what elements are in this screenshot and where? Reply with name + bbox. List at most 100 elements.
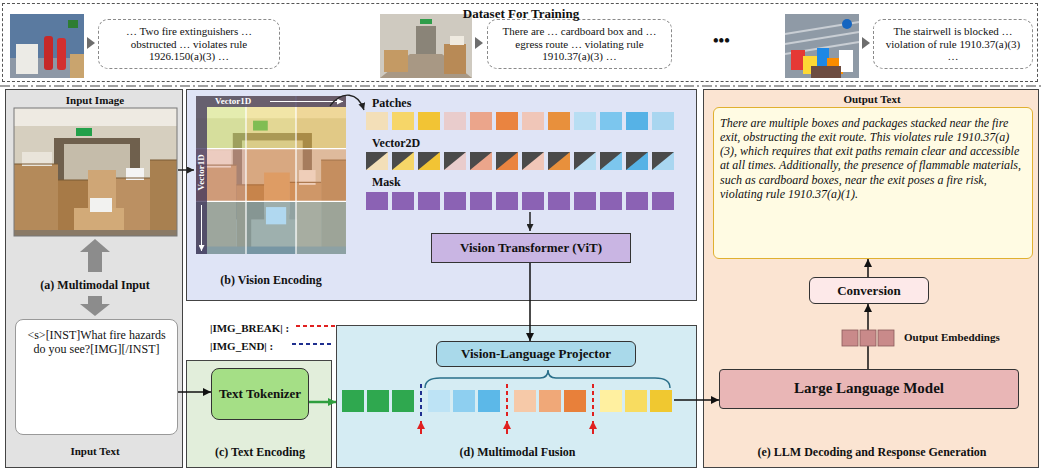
mask-row — [418, 192, 440, 210]
caption-bubble: The stairwell is blocked … violation of … — [873, 19, 1033, 69]
input-photo — [14, 108, 177, 236]
token-lead-line — [674, 399, 697, 401]
patch-row — [522, 112, 544, 130]
patch-grid-photo — [270, 101, 343, 102]
patch-grid-photo — [196, 96, 346, 254]
training-photo — [444, 44, 466, 74]
legend-entry: |IMG_END| : — [210, 336, 334, 352]
patch-grid-photo — [196, 96, 346, 254]
vector2d-row — [418, 152, 440, 170]
token-row — [600, 390, 622, 412]
text-holder: Output Text — [704, 93, 1040, 106]
tokenizer-box: Text Tokenizer — [211, 368, 309, 420]
modality-arrows — [88, 250, 102, 272]
prompt-box: <s>[INST]What fire hazards do you see?[I… — [15, 319, 178, 435]
patch-row — [470, 112, 492, 130]
output-embeddings — [860, 330, 876, 346]
patch-row — [652, 112, 674, 130]
token-row — [539, 390, 561, 412]
text-holder: Vector1D — [215, 96, 251, 107]
patch-grid-photo — [296, 201, 346, 254]
break-markers — [420, 421, 422, 434]
mask-row — [470, 192, 492, 210]
connector-arrow — [867, 259, 869, 277]
training-photo — [68, 20, 78, 28]
patch-row — [366, 112, 388, 130]
patch-grid-photo — [246, 149, 296, 202]
vector2d-row — [444, 152, 466, 170]
input-photo — [14, 108, 177, 236]
decoding-panel: Output Text (e) LLM Decoding and Response… — [703, 89, 1039, 468]
box-text: Vision-Language Projector — [461, 346, 611, 361]
vector2d-row — [652, 152, 674, 170]
row-label: Mask — [372, 175, 401, 189]
token-row — [392, 390, 414, 412]
patch-row — [574, 112, 596, 130]
text-holder: Mask — [372, 175, 401, 189]
box-text: Vision Transformer (ViT) — [460, 240, 602, 255]
connector-arrow — [309, 401, 336, 404]
panel-heading: Dataset For Training — [3, 6, 1039, 21]
text-encoding-panel: (c) Text Encoding Text Tokenizer — [186, 360, 332, 468]
row-label: Vector2D — [372, 136, 420, 150]
llm-box: Large Language Model — [719, 369, 1019, 409]
token-row — [564, 390, 586, 412]
mask-row — [574, 192, 596, 210]
vector2d-row — [470, 152, 492, 170]
panel-heading: Input Image — [6, 94, 184, 107]
patch-row — [392, 112, 414, 130]
training-photo — [380, 14, 472, 78]
training-photo — [57, 38, 66, 70]
patch-grid-photo — [201, 205, 202, 251]
connector-arrow — [697, 399, 719, 401]
patch-grid-photo — [196, 96, 346, 254]
mask-row — [392, 192, 414, 210]
vector2d-row — [522, 152, 544, 170]
panel-heading: (e) LLM Decoding and Response Generation — [704, 445, 1040, 459]
legend-dash — [296, 325, 336, 327]
text-holder: (e) LLM Decoding and Response Generation — [704, 445, 1040, 459]
vector2d-row — [600, 152, 622, 170]
legend-text: |IMG_BREAK| : — [210, 322, 289, 335]
vector2d-row — [418, 152, 440, 170]
training-photo — [416, 26, 436, 54]
panel-heading: (c) Text Encoding — [187, 445, 333, 459]
vector2d-row — [496, 152, 518, 170]
output-embeddings — [842, 330, 858, 346]
panel-heading: (b) Vision Encoding — [191, 273, 351, 287]
break-markers — [592, 421, 594, 434]
text-holder: Dataset For Training — [3, 6, 1039, 21]
caption-bubble: There are … cardboard box and … egress r… — [487, 19, 672, 69]
panel-heading: Input Text — [6, 445, 184, 458]
mask-row — [366, 192, 388, 210]
axis-label: Vector1D — [215, 96, 251, 107]
training-photo — [70, 54, 84, 78]
token-row — [428, 390, 450, 412]
patch-grid-photo — [196, 96, 346, 254]
box-text: The stairwell is blocked … violation of … — [880, 25, 1026, 64]
vector2d-row — [392, 152, 414, 170]
text-holder: (d) Multimodal Fusion — [337, 445, 698, 459]
mask-row — [496, 192, 518, 210]
separator-line — [0, 85, 1042, 86]
pointer-triangle — [87, 37, 95, 49]
patch-row — [548, 112, 570, 130]
ellipsis-mark: ••• — [713, 32, 730, 51]
mask-row — [600, 192, 622, 210]
projector-box: Vision-Language Projector — [436, 341, 636, 367]
legend-text: |IMG_END| : — [210, 340, 273, 353]
token-row — [478, 390, 500, 412]
legend-dash — [292, 343, 332, 345]
vector2d-row — [366, 152, 388, 170]
patch-grid-photo — [246, 201, 296, 254]
box-text: … Two fire extinguishers … obstructed … … — [105, 25, 273, 64]
vector2d-row — [548, 152, 570, 170]
training-photo — [420, 19, 432, 24]
patch-row — [626, 112, 648, 130]
training-photo — [839, 50, 853, 72]
text-holder: Input Image — [6, 94, 184, 107]
output-text-box: There are multiple boxes and packages st… — [713, 107, 1033, 259]
token-row — [625, 390, 647, 412]
